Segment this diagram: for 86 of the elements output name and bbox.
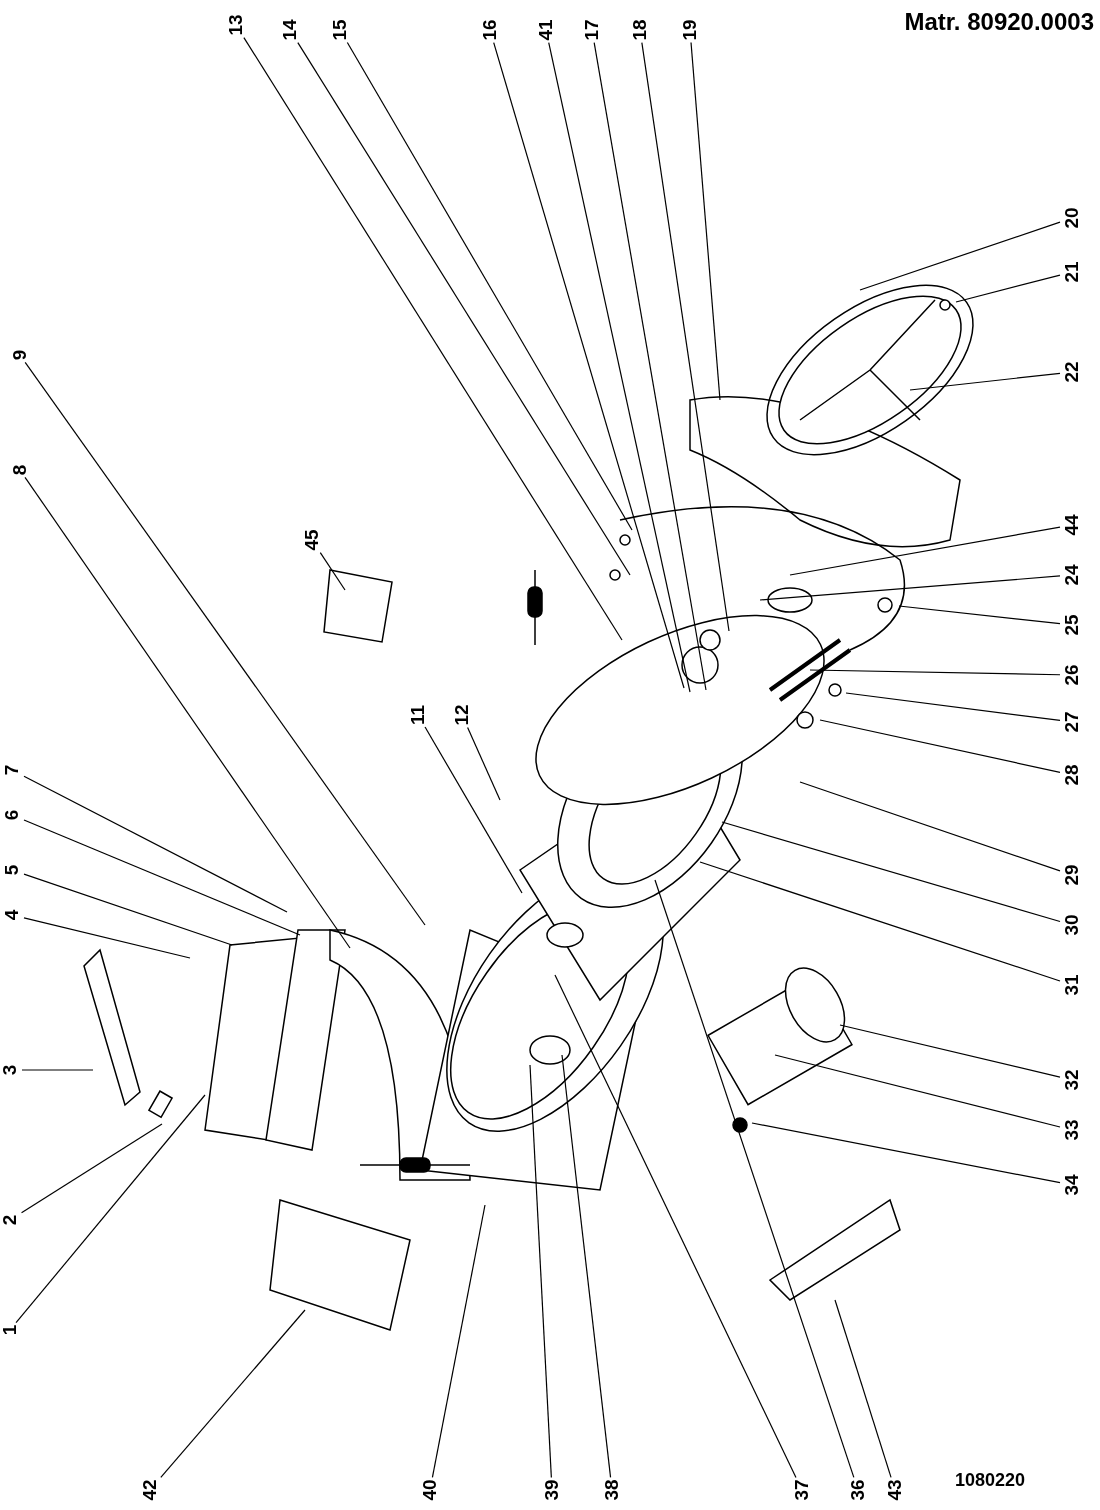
- leader-line: [160, 1309, 306, 1479]
- callout-number: 25: [1062, 614, 1082, 636]
- callout-number: 3: [0, 1064, 20, 1076]
- callout-number: 22: [1062, 361, 1082, 383]
- leader-line: [243, 36, 623, 641]
- leader-line: [548, 41, 691, 693]
- leader-line: [751, 1122, 1061, 1184]
- callout-number: 13: [226, 14, 246, 36]
- callout-number: 32: [1062, 1069, 1082, 1091]
- leader-line: [24, 476, 351, 949]
- callout-number: 16: [480, 19, 500, 41]
- callout-number: 15: [330, 19, 350, 41]
- leader-line: [467, 726, 501, 801]
- leader-line: [641, 41, 730, 632]
- callout-number: 33: [1062, 1119, 1082, 1141]
- leader-line: [431, 1204, 486, 1479]
- callout-number: 2: [0, 1214, 20, 1226]
- callout-number: 41: [536, 19, 556, 41]
- leader-line: [721, 821, 1061, 923]
- leader-line: [424, 726, 523, 894]
- callout-number: 17: [582, 19, 602, 41]
- callout-number: 18: [630, 19, 650, 41]
- callout-number: 20: [1062, 207, 1082, 229]
- callout-number: 5: [2, 864, 22, 876]
- callout-number: 24: [1062, 564, 1082, 586]
- leader-line: [554, 974, 797, 1479]
- callout-number: 43: [885, 1479, 905, 1501]
- leader-line: [839, 1024, 1061, 1078]
- leader-line: [24, 361, 426, 926]
- callout-number: 8: [10, 464, 30, 476]
- leader-line: [21, 1069, 94, 1071]
- callout-number: 44: [1062, 514, 1082, 536]
- callout-number: 7: [2, 764, 22, 776]
- leader-line: [699, 861, 1061, 982]
- leader-line: [834, 1299, 892, 1479]
- callout-number: 4: [2, 909, 22, 921]
- leader-line: [561, 1054, 612, 1479]
- callout-number: 37: [792, 1479, 812, 1501]
- leader-line: [898, 605, 1061, 625]
- callout-number: 6: [2, 809, 22, 821]
- leader-line: [593, 41, 707, 691]
- callout-number: 42: [140, 1479, 160, 1501]
- leader-line: [690, 41, 721, 401]
- leader-line: [654, 879, 855, 1479]
- leader-line: [23, 775, 288, 913]
- leader-line: [20, 1123, 163, 1214]
- leader-line: [909, 372, 1061, 391]
- callout-number: 21: [1062, 261, 1082, 283]
- callout-number: 34: [1062, 1174, 1082, 1196]
- callout-number: 19: [680, 19, 700, 41]
- leader-line: [759, 575, 1061, 601]
- callout-number: 14: [280, 19, 300, 41]
- callout-number: 12: [452, 704, 472, 726]
- callout-number: 28: [1062, 764, 1082, 786]
- callout-number: 38: [602, 1479, 622, 1501]
- leader-line: [23, 819, 301, 936]
- leader-line: [346, 41, 633, 531]
- callout-number: 26: [1062, 664, 1082, 686]
- leader-line: [859, 221, 1061, 291]
- callout-number: 9: [10, 349, 30, 361]
- callout-number: 45: [302, 529, 322, 551]
- callout-number: 36: [848, 1479, 868, 1501]
- callout-number: 30: [1062, 914, 1082, 936]
- leader-line: [845, 692, 1061, 722]
- callout-number: 27: [1062, 711, 1082, 733]
- leader-line: [23, 873, 233, 946]
- callout-number: 29: [1062, 864, 1082, 886]
- leader-line: [789, 526, 1061, 576]
- callout-number: 39: [542, 1479, 562, 1501]
- callout-number: 11: [408, 704, 428, 726]
- drawing-number: 1080220: [955, 1470, 1026, 1491]
- leader-line: [799, 781, 1061, 872]
- callout-number: 1: [0, 1324, 20, 1336]
- leader-line: [15, 1094, 206, 1324]
- leader-line: [809, 669, 1061, 676]
- leader-line: [819, 719, 1061, 773]
- material-number: Matr. 80920.0003: [904, 8, 1094, 36]
- callout-number: 40: [420, 1479, 440, 1501]
- callout-number: 31: [1062, 974, 1082, 996]
- leader-line: [774, 1054, 1061, 1128]
- leader-line: [529, 1064, 552, 1479]
- leader-line: [493, 41, 685, 689]
- leader-line: [955, 274, 1061, 303]
- leader-line: [23, 917, 191, 959]
- leader-line: [319, 551, 346, 591]
- leader-line: [297, 41, 631, 576]
